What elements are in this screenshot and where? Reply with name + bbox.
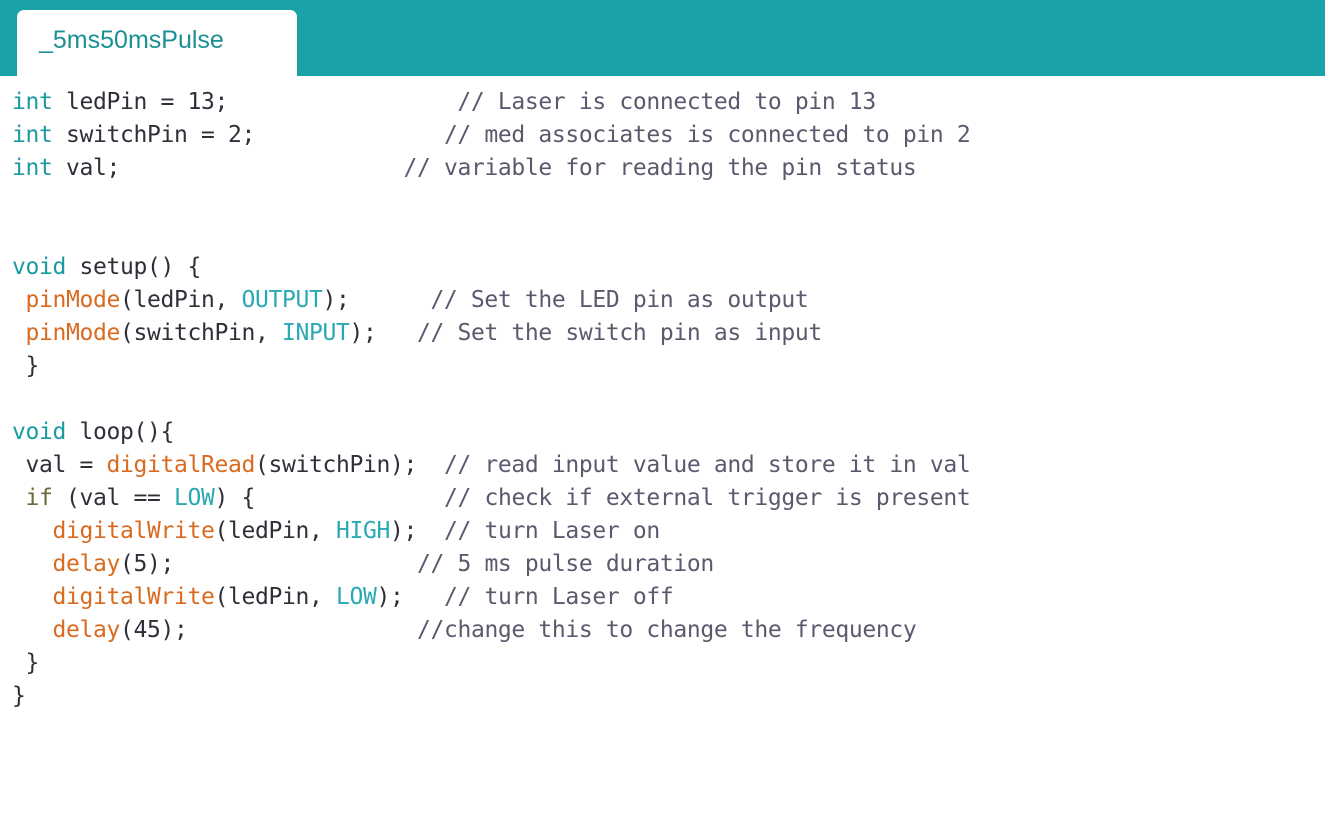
editor-tab-label: _5ms50msPulse [39, 26, 224, 54]
code-token: // check if external trigger is present [443, 485, 971, 511]
code-token [12, 518, 53, 544]
code-token: OUTPUT [241, 287, 323, 313]
editor-tab-_5ms50msPulse[interactable]: _5ms50msPulse [17, 10, 297, 76]
code-line: if (val == LOW) { // check if external t… [12, 482, 1325, 515]
code-token: // Set the LED pin as output [430, 287, 809, 313]
code-token [417, 452, 444, 478]
code-line: digitalWrite(ledPin, LOW); // turn Laser… [12, 581, 1325, 614]
code-token: int [12, 155, 53, 181]
code-token: switchPin = 2; [52, 122, 255, 148]
code-editor-area[interactable]: int ledPin = 13; // Laser is connected t… [0, 76, 1325, 839]
code-token: digitalWrite [52, 584, 215, 610]
code-token: LOW [173, 485, 215, 511]
code-token: delay [52, 551, 121, 577]
code-token: delay [52, 617, 121, 643]
code-token: // med associates is connected to pin 2 [443, 122, 971, 148]
code-token [417, 518, 444, 544]
code-line: delay(45); //change this to change the f… [12, 614, 1325, 647]
code-token [12, 551, 53, 577]
code-token: // Set the switch pin as input [416, 320, 822, 346]
code-token: ); [349, 320, 377, 346]
code-token: (ledPin, [214, 518, 336, 544]
code-token: (val == [52, 485, 174, 511]
code-token: val = [12, 452, 107, 478]
code-line: val = digitalRead(switchPin); // read in… [12, 449, 1325, 482]
code-token [376, 320, 417, 346]
code-token: ); [389, 518, 417, 544]
code-token: INPUT [281, 320, 350, 346]
code-token: ledPin = 13; [52, 89, 228, 115]
code-token [228, 89, 457, 115]
code-token: int [12, 122, 53, 148]
code-token: void [12, 254, 66, 280]
code-token: (ledPin, [119, 287, 242, 313]
code-token: (5); [120, 551, 174, 577]
code-token [349, 287, 430, 313]
code-token: // 5 ms pulse duration [416, 551, 714, 577]
code-token: int [12, 89, 53, 115]
code-line: delay(5); // 5 ms pulse duration [12, 548, 1325, 581]
code-token: } [12, 650, 39, 676]
code-token: ); [376, 584, 404, 610]
code-token [120, 155, 403, 181]
code-token: // read input value and store it in val [443, 452, 971, 478]
code-token: (switchPin); [254, 452, 417, 478]
code-token: ); [322, 287, 350, 313]
code-line: } [12, 680, 1325, 713]
code-token: digitalRead [106, 452, 255, 478]
code-token: val; [52, 155, 120, 181]
code-line: pinMode(ledPin, OUTPUT); // Set the LED … [12, 284, 1325, 317]
code-token [174, 551, 417, 577]
code-line: } [12, 647, 1325, 680]
code-token: // turn Laser on [443, 518, 660, 544]
code-token [403, 584, 444, 610]
code-line: int ledPin = 13; // Laser is connected t… [12, 86, 1325, 119]
code-line: pinMode(switchPin, INPUT); // Set the sw… [12, 317, 1325, 350]
code-token: (ledPin, [214, 584, 336, 610]
code-token [12, 617, 53, 643]
code-token [12, 320, 26, 346]
code-line: } [12, 350, 1325, 383]
code-line [12, 218, 1325, 251]
code-token: setup() { [66, 254, 201, 280]
code-token: LOW [335, 584, 377, 610]
code-token: (45); [120, 617, 188, 643]
code-token: HIGH [335, 518, 390, 544]
code-token [12, 485, 26, 511]
code-line: int val; // variable for reading the pin… [12, 152, 1325, 185]
code-token: } [12, 683, 26, 709]
code-token [188, 617, 417, 643]
code-token [255, 122, 444, 148]
code-token: pinMode [25, 287, 121, 313]
code-token: pinMode [25, 320, 121, 346]
code-line: void loop(){ [12, 416, 1325, 449]
code-token: // Laser is connected to pin 13 [457, 89, 876, 115]
code-token: loop(){ [66, 419, 174, 445]
code-token: // turn Laser off [443, 584, 674, 610]
code-token: if [25, 485, 53, 511]
code-token: digitalWrite [52, 518, 215, 544]
code-token: //change this to change the frequency [416, 617, 917, 643]
code-token: void [12, 419, 66, 445]
code-line [12, 383, 1325, 416]
code-token [12, 584, 53, 610]
code-line: digitalWrite(ledPin, HIGH); // turn Lase… [12, 515, 1325, 548]
code-line: void setup() { [12, 251, 1325, 284]
code-token: (switchPin, [119, 320, 282, 346]
code-token: } [12, 353, 39, 379]
code-token: // variable for reading the pin status [403, 155, 917, 181]
code-token [12, 287, 26, 313]
editor-tab-bar: _5ms50msPulse [0, 0, 1325, 76]
code-token [255, 485, 444, 511]
code-line [12, 185, 1325, 218]
code-token: ) { [214, 485, 255, 511]
code-line: int switchPin = 2; // med associates is … [12, 119, 1325, 152]
